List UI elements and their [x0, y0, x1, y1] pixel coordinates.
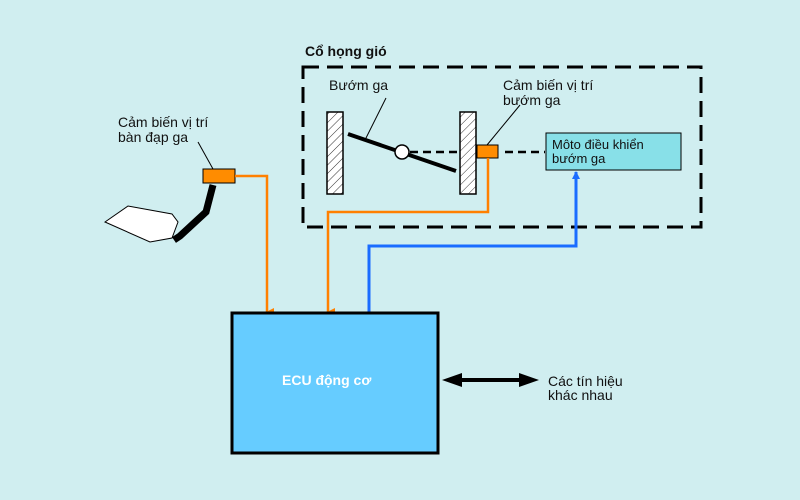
signals-label-line1: Các tín hiệu [548, 373, 623, 389]
throttle-body-boundary [301, 65, 703, 229]
pedal-sensor-leader [197, 141, 214, 170]
pedal-position-sensor [202, 168, 236, 184]
throttle-body-wall-left [326, 111, 344, 195]
ecu-label: ECU động cơ [282, 372, 372, 388]
pedal-sensor-label-line1: Cảm biến vị trí [118, 114, 209, 130]
signals-arrow-left-head [442, 373, 462, 387]
throttle-valve-label: Bướm ga [329, 77, 389, 93]
throttle-sensor-label-line1: Cảm biến vị trí [503, 77, 594, 93]
throttle-valve-shaft [394, 144, 410, 160]
signals-label-line2: khác nhau [548, 387, 613, 403]
throttle-body-title: Cổ họng gió [305, 43, 387, 59]
throttle-position-sensor [476, 144, 499, 159]
pedal-signal-line [235, 174, 274, 316]
signals-arrow-right-head [519, 373, 539, 387]
throttle-sensor-leader [486, 104, 521, 146]
throttle-valve-leader [364, 97, 387, 141]
throttle-sensor-label-line2: bướm ga [503, 92, 561, 108]
ecu-box [230, 311, 440, 455]
pedal-sensor-label-line2: bàn đạp ga [118, 129, 189, 145]
throttle-motor [545, 132, 682, 171]
throttle-signal-line [326, 158, 490, 316]
motor-label-line1: Môto điều khiển [552, 137, 644, 152]
throttle-body-wall-right [459, 111, 477, 195]
motor-label-line2: bướm ga [552, 151, 606, 166]
motor-control-line [367, 171, 580, 312]
pedal-foot [103, 205, 179, 243]
pedal-arm [172, 184, 217, 243]
